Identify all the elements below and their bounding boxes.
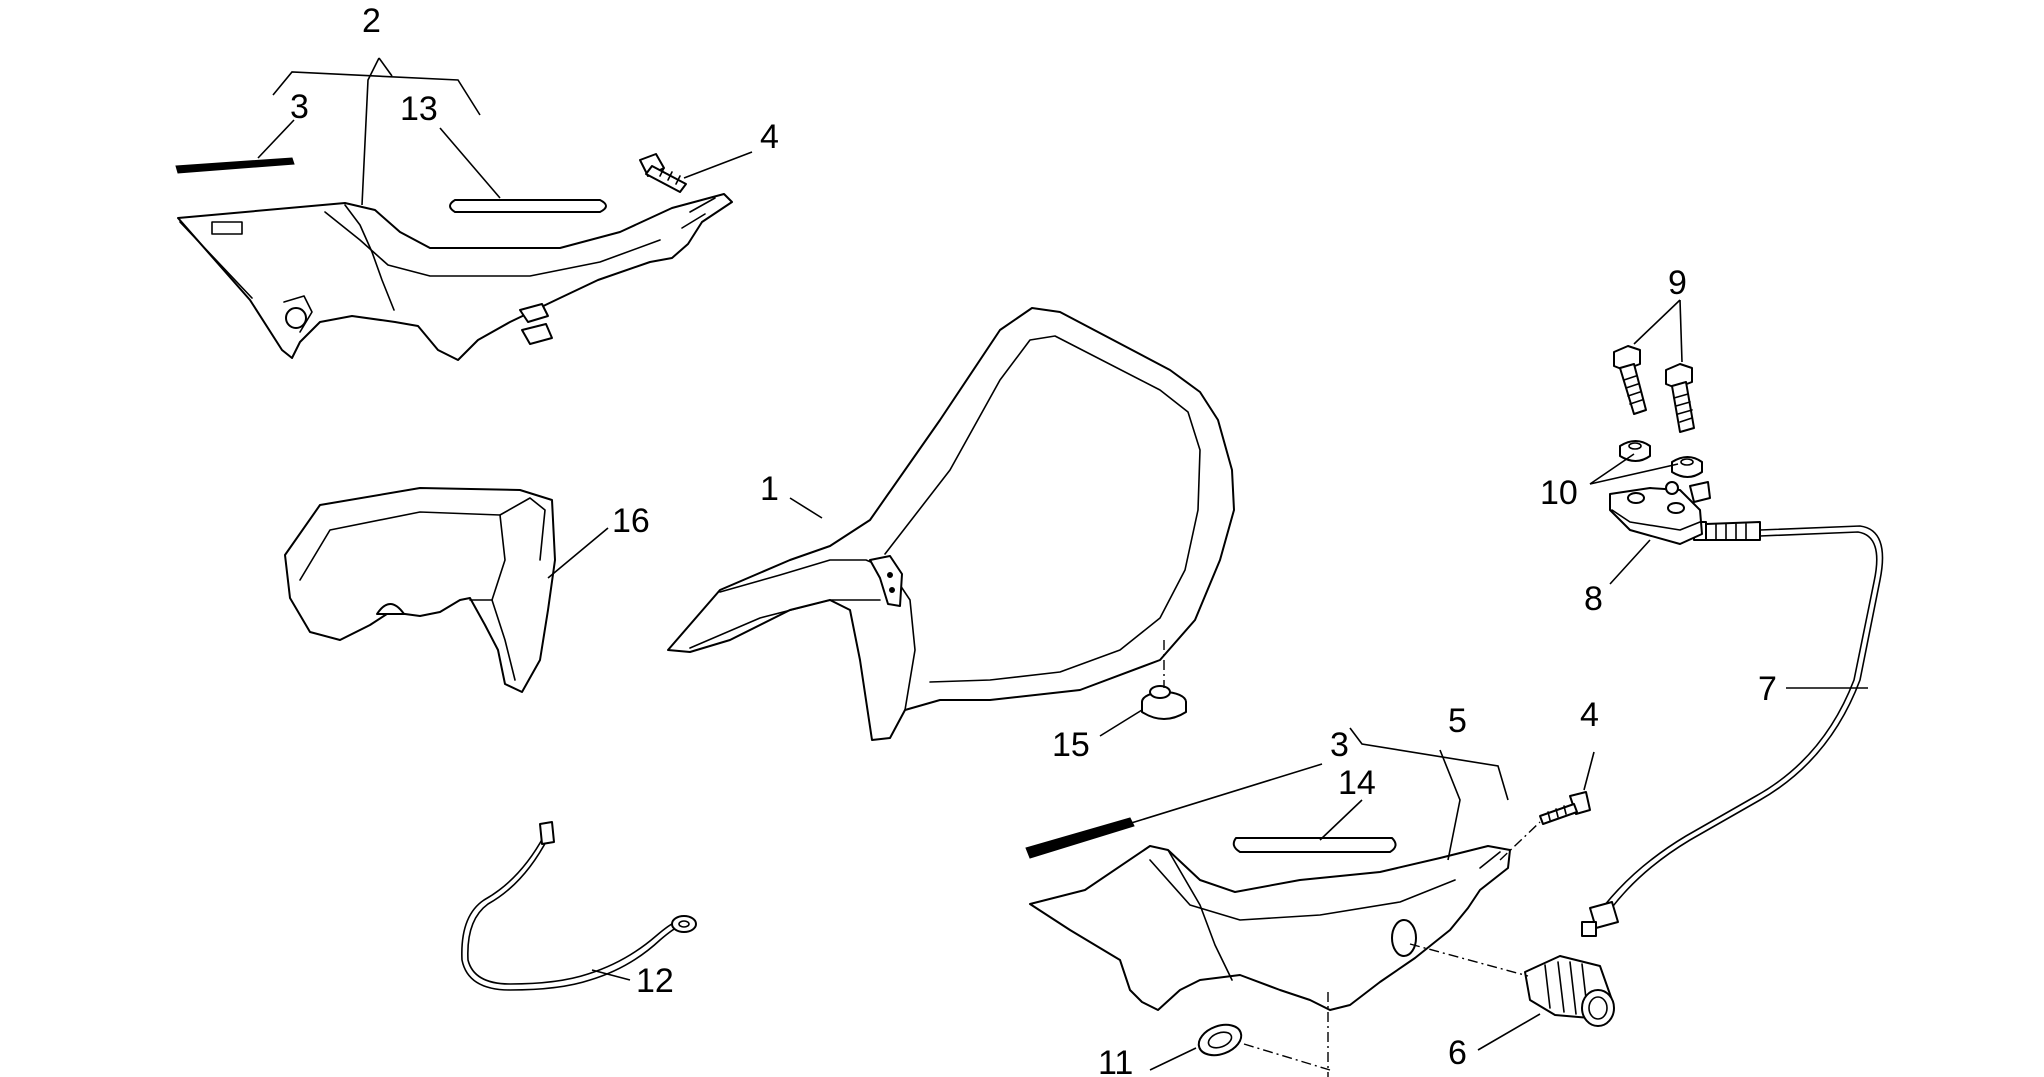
callout-6: 6 [1448, 1034, 1467, 1072]
release-cable [1581, 521, 1884, 937]
screws [1613, 345, 1695, 433]
leader-lines [257, 57, 1868, 1071]
right-side-cover [1029, 845, 1511, 1011]
lock-cylinder [1524, 955, 1615, 1027]
washers [1619, 440, 1703, 478]
nut-axis [1243, 1043, 1331, 1071]
callout-11: 11 [1098, 1044, 1133, 1077]
callout-5: 5 [1448, 702, 1467, 740]
helmet-cable [461, 821, 697, 991]
callout-3-bottom: 3 [1330, 726, 1349, 764]
callout-4-top: 4 [760, 118, 779, 156]
bolt-bottom [1539, 791, 1591, 825]
lock-nut [1197, 1023, 1243, 1057]
left-side-cover [177, 193, 733, 361]
callout-16: 16 [612, 502, 650, 540]
grommet [1141, 685, 1187, 720]
rubber-pad-top [449, 199, 607, 213]
callout-15: 15 [1052, 726, 1090, 764]
adhesive-strip-top [175, 157, 295, 174]
tail-insert [284, 487, 556, 693]
rubber-pad-bottom [1232, 837, 1397, 853]
callout-14: 14 [1338, 764, 1376, 802]
callout-13: 13 [400, 90, 438, 128]
callout-8: 8 [1584, 580, 1603, 618]
bolt-top [639, 153, 687, 193]
callout-10: 10 [1540, 474, 1578, 512]
callout-labels: 2 3 13 4 1 16 9 10 8 7 5 4 3 14 15 12 6 … [290, 2, 1777, 1077]
callout-9: 9 [1668, 264, 1687, 302]
lock-axis [1409, 943, 1529, 977]
callout-3-top: 3 [290, 88, 309, 126]
saddle [667, 307, 1235, 741]
callout-7: 7 [1758, 670, 1777, 708]
adhesive-strip-bottom [1025, 817, 1135, 859]
bolt-axis-bottom [1499, 821, 1541, 861]
latch-plate [1609, 481, 1711, 545]
callout-1: 1 [760, 470, 779, 508]
callout-12: 12 [636, 962, 674, 1000]
callout-4-bottom: 4 [1580, 696, 1599, 734]
callout-2: 2 [362, 2, 381, 40]
